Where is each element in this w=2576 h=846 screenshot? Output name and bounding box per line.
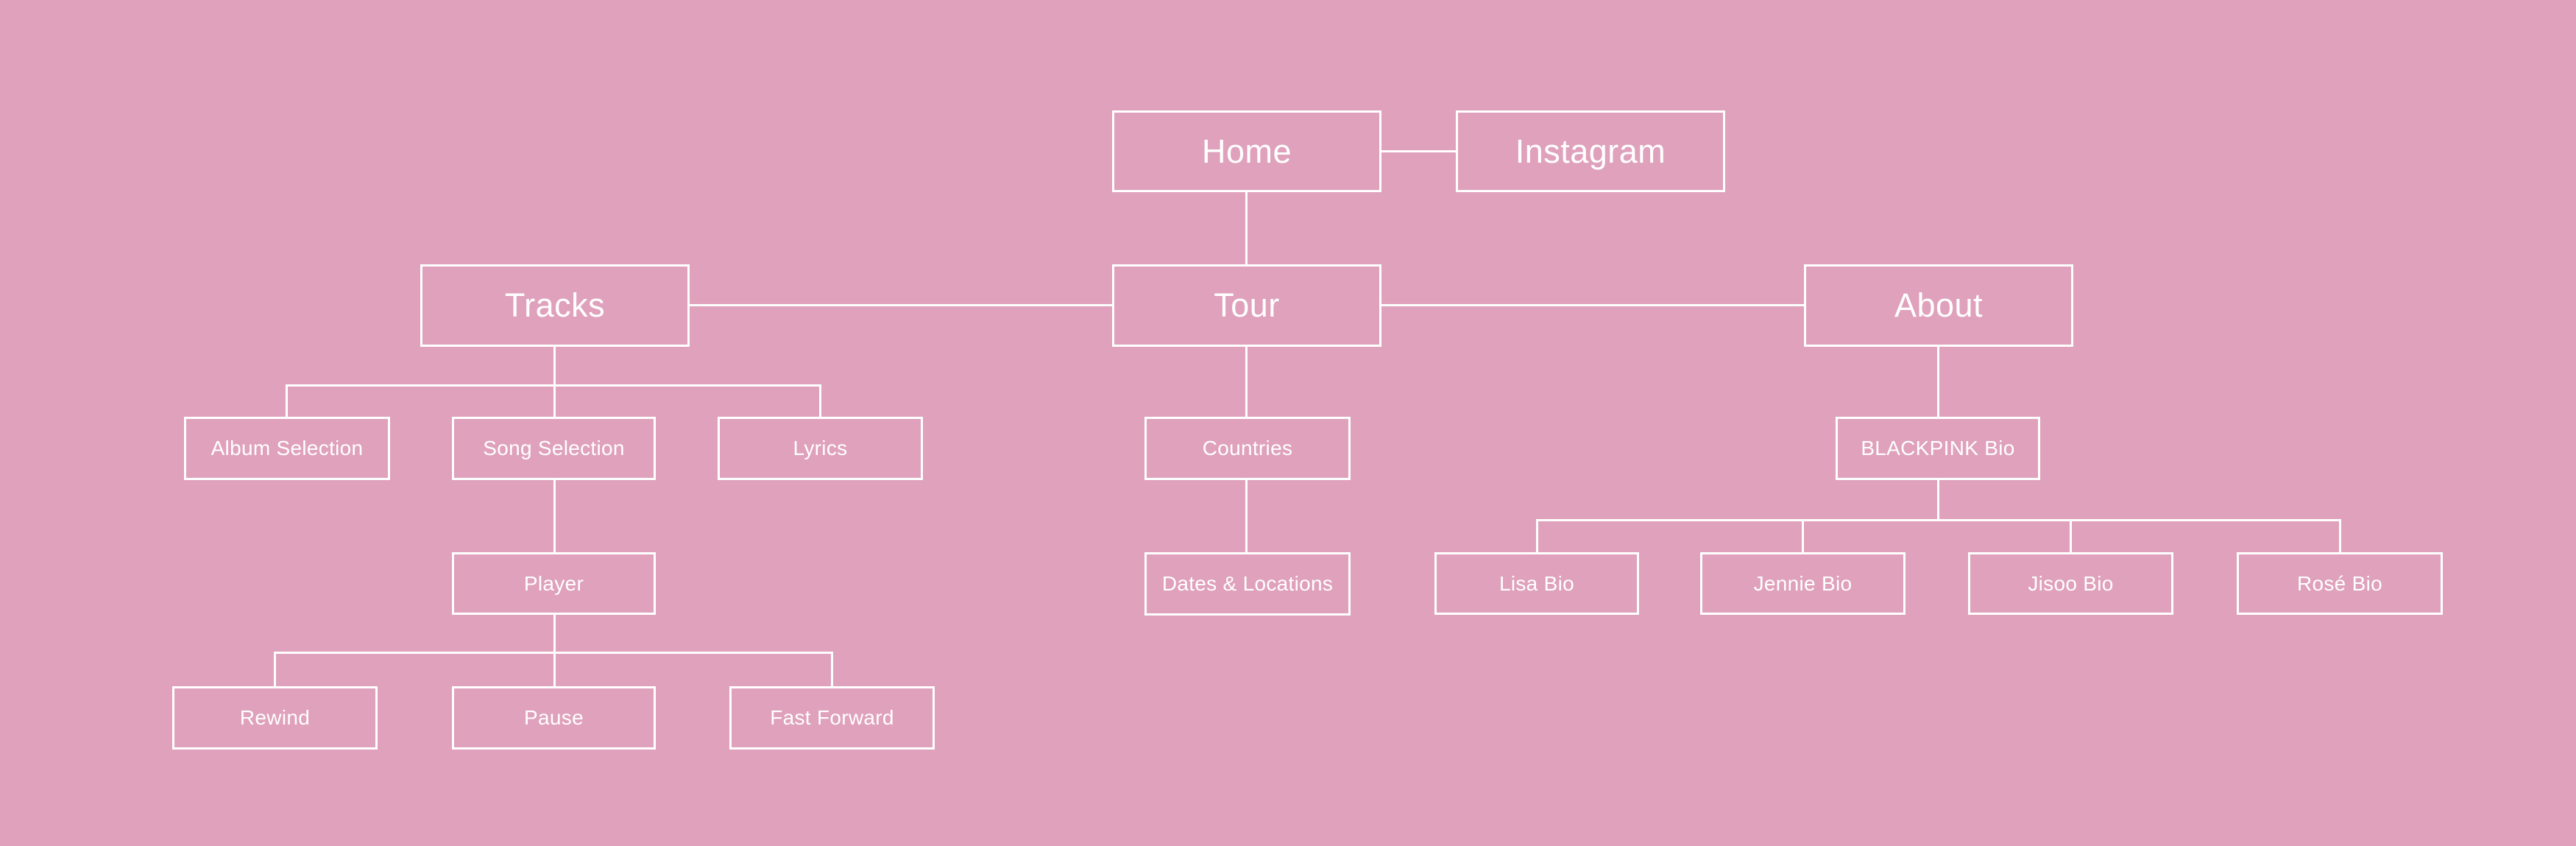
connector-song-selection-player	[553, 480, 556, 552]
node-instagram[interactable]: Instagram	[1456, 110, 1725, 192]
connector-countries-dates	[1245, 480, 1248, 552]
node-jennie-bio[interactable]: Jennie Bio	[1700, 552, 1906, 615]
node-blackpink-bio[interactable]: BLACKPINK Bio	[1836, 417, 2040, 480]
connector-bus-rewind	[274, 652, 276, 686]
connector-home-instagram	[1381, 150, 1456, 152]
node-tour[interactable]: Tour	[1112, 264, 1381, 347]
node-lisa-bio[interactable]: Lisa Bio	[1434, 552, 1639, 615]
connector-bus-rose-bio	[2339, 519, 2341, 552]
connector-bio-children-bus	[1536, 519, 2341, 521]
connector-home-tour	[1245, 192, 1248, 264]
node-dates-locations[interactable]: Dates & Locations	[1144, 552, 1351, 616]
connector-bus-jennie-bio	[1802, 519, 1804, 552]
connector-tour-countries	[1245, 347, 1248, 417]
node-tracks[interactable]: Tracks	[420, 264, 690, 347]
node-album-selection[interactable]: Album Selection	[184, 417, 390, 480]
node-fast-forward[interactable]: Fast Forward	[729, 686, 935, 750]
connector-bus-jisoo-bio	[2070, 519, 2072, 552]
connector-bus-lyrics	[819, 384, 821, 417]
connector-player-stem	[553, 615, 556, 654]
node-player[interactable]: Player	[452, 552, 656, 615]
connector-tracks-tour	[690, 304, 1112, 306]
connector-bus-fast-forward	[831, 652, 833, 686]
node-about[interactable]: About	[1804, 264, 2073, 347]
connector-bus-pause	[553, 652, 556, 686]
node-jisoo-bio[interactable]: Jisoo Bio	[1968, 552, 2173, 615]
node-song-selection[interactable]: Song Selection	[452, 417, 656, 480]
connector-blackpink-bio-stem	[1937, 480, 1939, 521]
node-pause[interactable]: Pause	[452, 686, 656, 750]
node-rewind[interactable]: Rewind	[172, 686, 378, 750]
node-home[interactable]: Home	[1112, 110, 1381, 192]
connector-bus-album-selection	[286, 384, 288, 417]
connector-tour-about	[1381, 304, 1804, 306]
connector-about-blackpink-bio	[1937, 347, 1939, 417]
node-rose-bio[interactable]: Rosé Bio	[2237, 552, 2443, 615]
node-countries[interactable]: Countries	[1144, 417, 1351, 480]
connector-tracks-stem	[553, 347, 556, 386]
node-lyrics[interactable]: Lyrics	[718, 417, 923, 480]
connector-bus-lisa-bio	[1536, 519, 1538, 552]
connector-bus-song-selection	[553, 384, 556, 417]
